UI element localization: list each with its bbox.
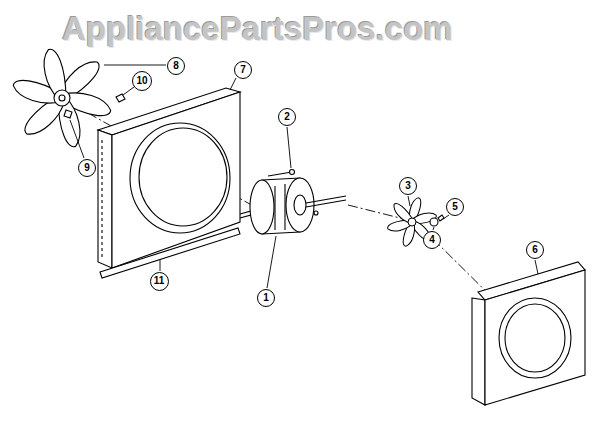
callout-text: 9 [84,163,90,173]
nut-part [116,94,125,102]
fan-motor [240,170,346,235]
callout-number: 10 [132,71,152,91]
callout-text: 3 [405,181,411,191]
callout-text: 2 [284,112,290,122]
callout-number: 1 [257,289,275,307]
callout-number: 5 [446,198,464,216]
callout-text: 8 [173,61,179,71]
callout-text: 6 [532,245,538,255]
callout-number: 7 [234,61,252,79]
callout-text: 7 [240,65,246,75]
blower-fan [387,196,437,247]
callout-text: 5 [452,202,458,212]
callout-text: 1 [263,293,269,303]
motor-bracket [472,262,585,405]
leader-line [70,65,538,288]
callout-text: 10 [136,76,147,86]
callout-number: 9 [78,159,96,177]
callout-number: 6 [526,241,544,259]
callout-number: 8 [167,57,185,75]
nut-part [430,218,438,226]
callout-number: 2 [278,108,296,126]
callout-text: 11 [154,276,165,286]
callout-number: 11 [150,272,169,291]
watermark: AppliancePartsPros.com [62,10,453,48]
clip-part [438,215,444,221]
callout-number: 3 [399,177,417,195]
clip-part [64,110,72,118]
callout-number: 4 [423,231,441,249]
gasket [100,228,240,278]
callout-text: 4 [429,235,435,245]
